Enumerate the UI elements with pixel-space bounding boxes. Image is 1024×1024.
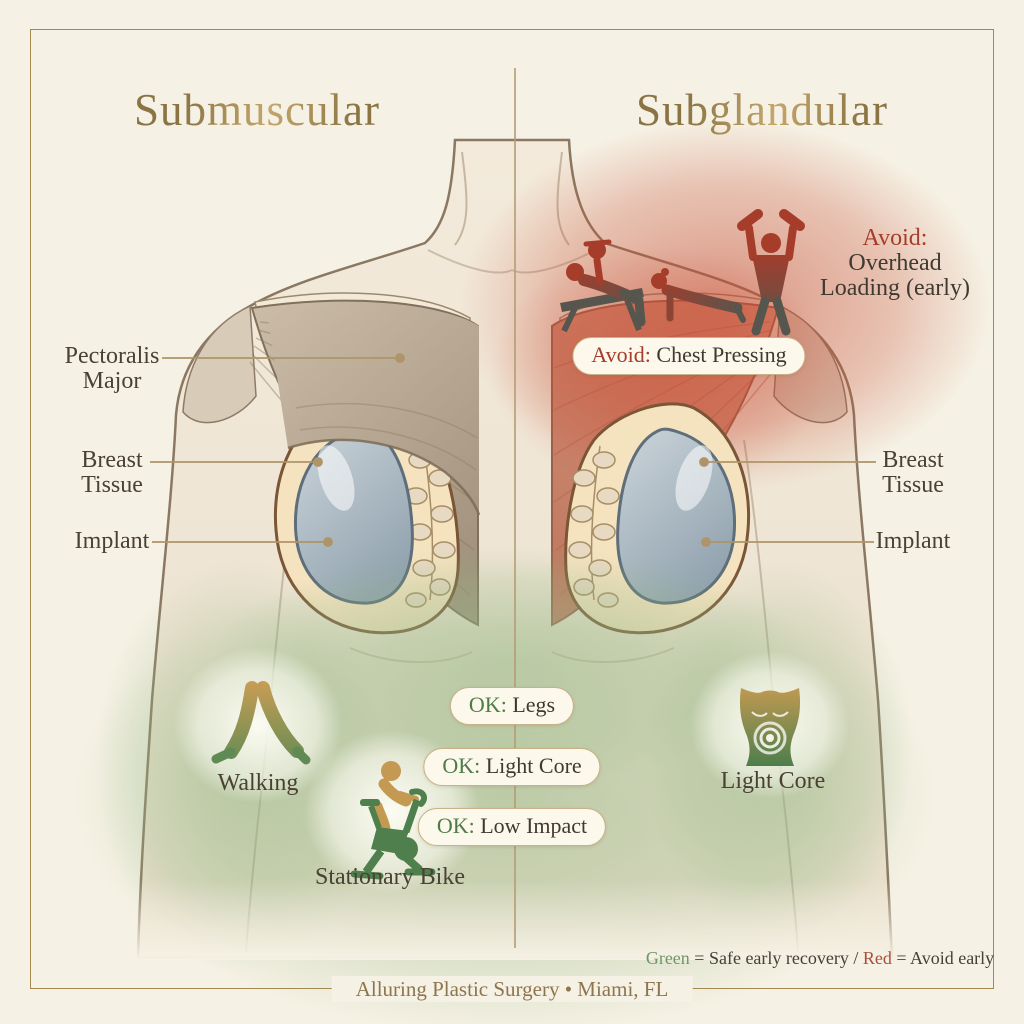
light-core-icon bbox=[739, 688, 801, 766]
clinic-footer: Alluring Plastic Surgery • Miami, FL bbox=[331, 976, 693, 1002]
stationary-bike-icon bbox=[350, 761, 436, 880]
label-breast-tissue-left: Breast Tissue bbox=[81, 447, 143, 498]
ok-legs-pill: OK: Legs bbox=[449, 687, 575, 725]
bottom-fade bbox=[60, 880, 964, 960]
ok-light-core-pill: OK: Light Core bbox=[423, 748, 601, 786]
leader-lines bbox=[150, 353, 876, 547]
label-light-core: Light Core bbox=[720, 768, 826, 794]
label-implant-right: Implant bbox=[875, 528, 951, 554]
muscle-over-implant bbox=[268, 304, 479, 515]
ok-low-impact-pill: OK: Low Impact bbox=[417, 808, 607, 846]
color-legend: Green = Safe early recovery / Red = Avoi… bbox=[645, 948, 995, 968]
label-stationary-bike: Stationary Bike bbox=[315, 864, 465, 890]
avoid-chest-pressing-pill: Avoid: Chest Pressing bbox=[572, 337, 806, 375]
bench-press-icon bbox=[560, 239, 646, 333]
label-walking: Walking bbox=[217, 770, 299, 796]
avoid-prefix: Avoid: bbox=[862, 225, 928, 251]
label-implant-left: Implant bbox=[74, 528, 150, 554]
avoid-overhead-note: Avoid: Overhead Loading (early) bbox=[820, 225, 970, 301]
overhead-press-icon bbox=[737, 209, 805, 336]
label-pectoralis-major: Pectoralis Major bbox=[64, 343, 160, 394]
halo-walking bbox=[173, 647, 343, 803]
label-breast-tissue-right: Breast Tissue bbox=[882, 447, 944, 498]
title-submuscular: Submuscular bbox=[134, 85, 380, 135]
title-subglandular: Subglandular bbox=[636, 85, 888, 135]
walking-icon bbox=[211, 681, 311, 765]
pushup-icon bbox=[651, 268, 746, 323]
